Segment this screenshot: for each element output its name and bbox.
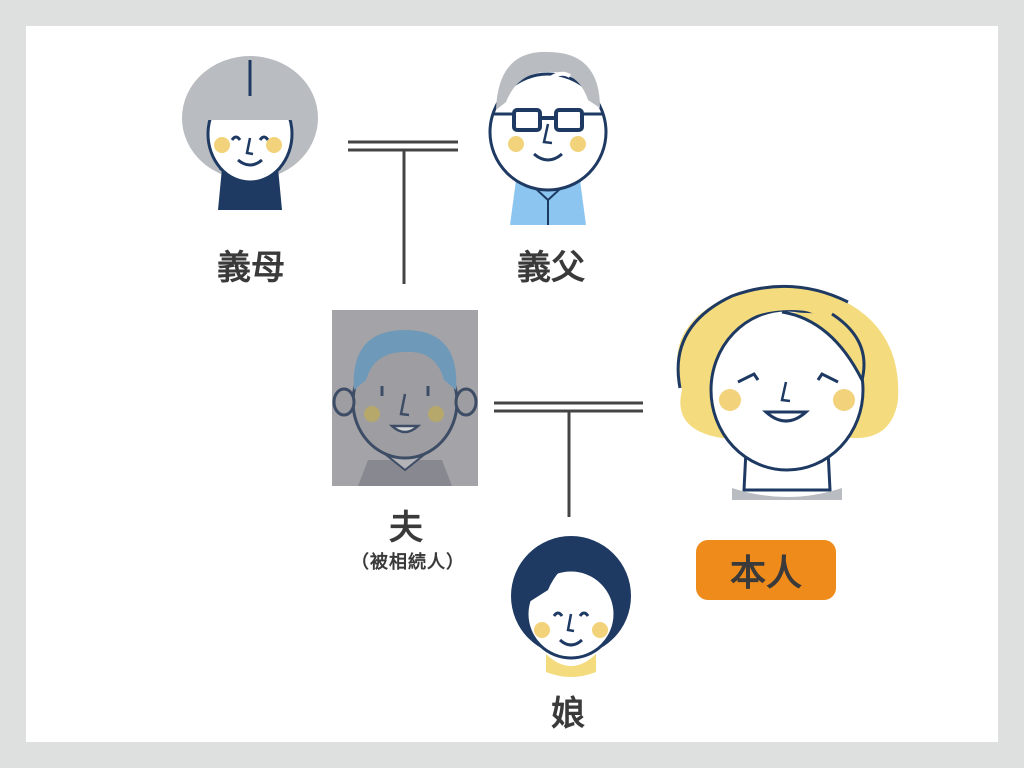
mother-in-law-label: 義母	[217, 248, 285, 288]
grey-haired-man-with-glasses-avatar-icon	[488, 51, 608, 225]
husband-label: 夫	[389, 508, 423, 548]
daughter-label: 娘	[551, 694, 585, 734]
blonde-woman-avatar-icon	[676, 284, 899, 500]
girl-avatar-icon	[511, 536, 631, 677]
grey-haired-woman-avatar-icon	[182, 56, 318, 210]
deceased-man-avatar-icon	[332, 310, 478, 486]
father-in-law-label: 義父	[517, 248, 585, 288]
husband-note-label: （被相続人）	[351, 552, 465, 573]
self-badge: 本人	[696, 540, 836, 600]
